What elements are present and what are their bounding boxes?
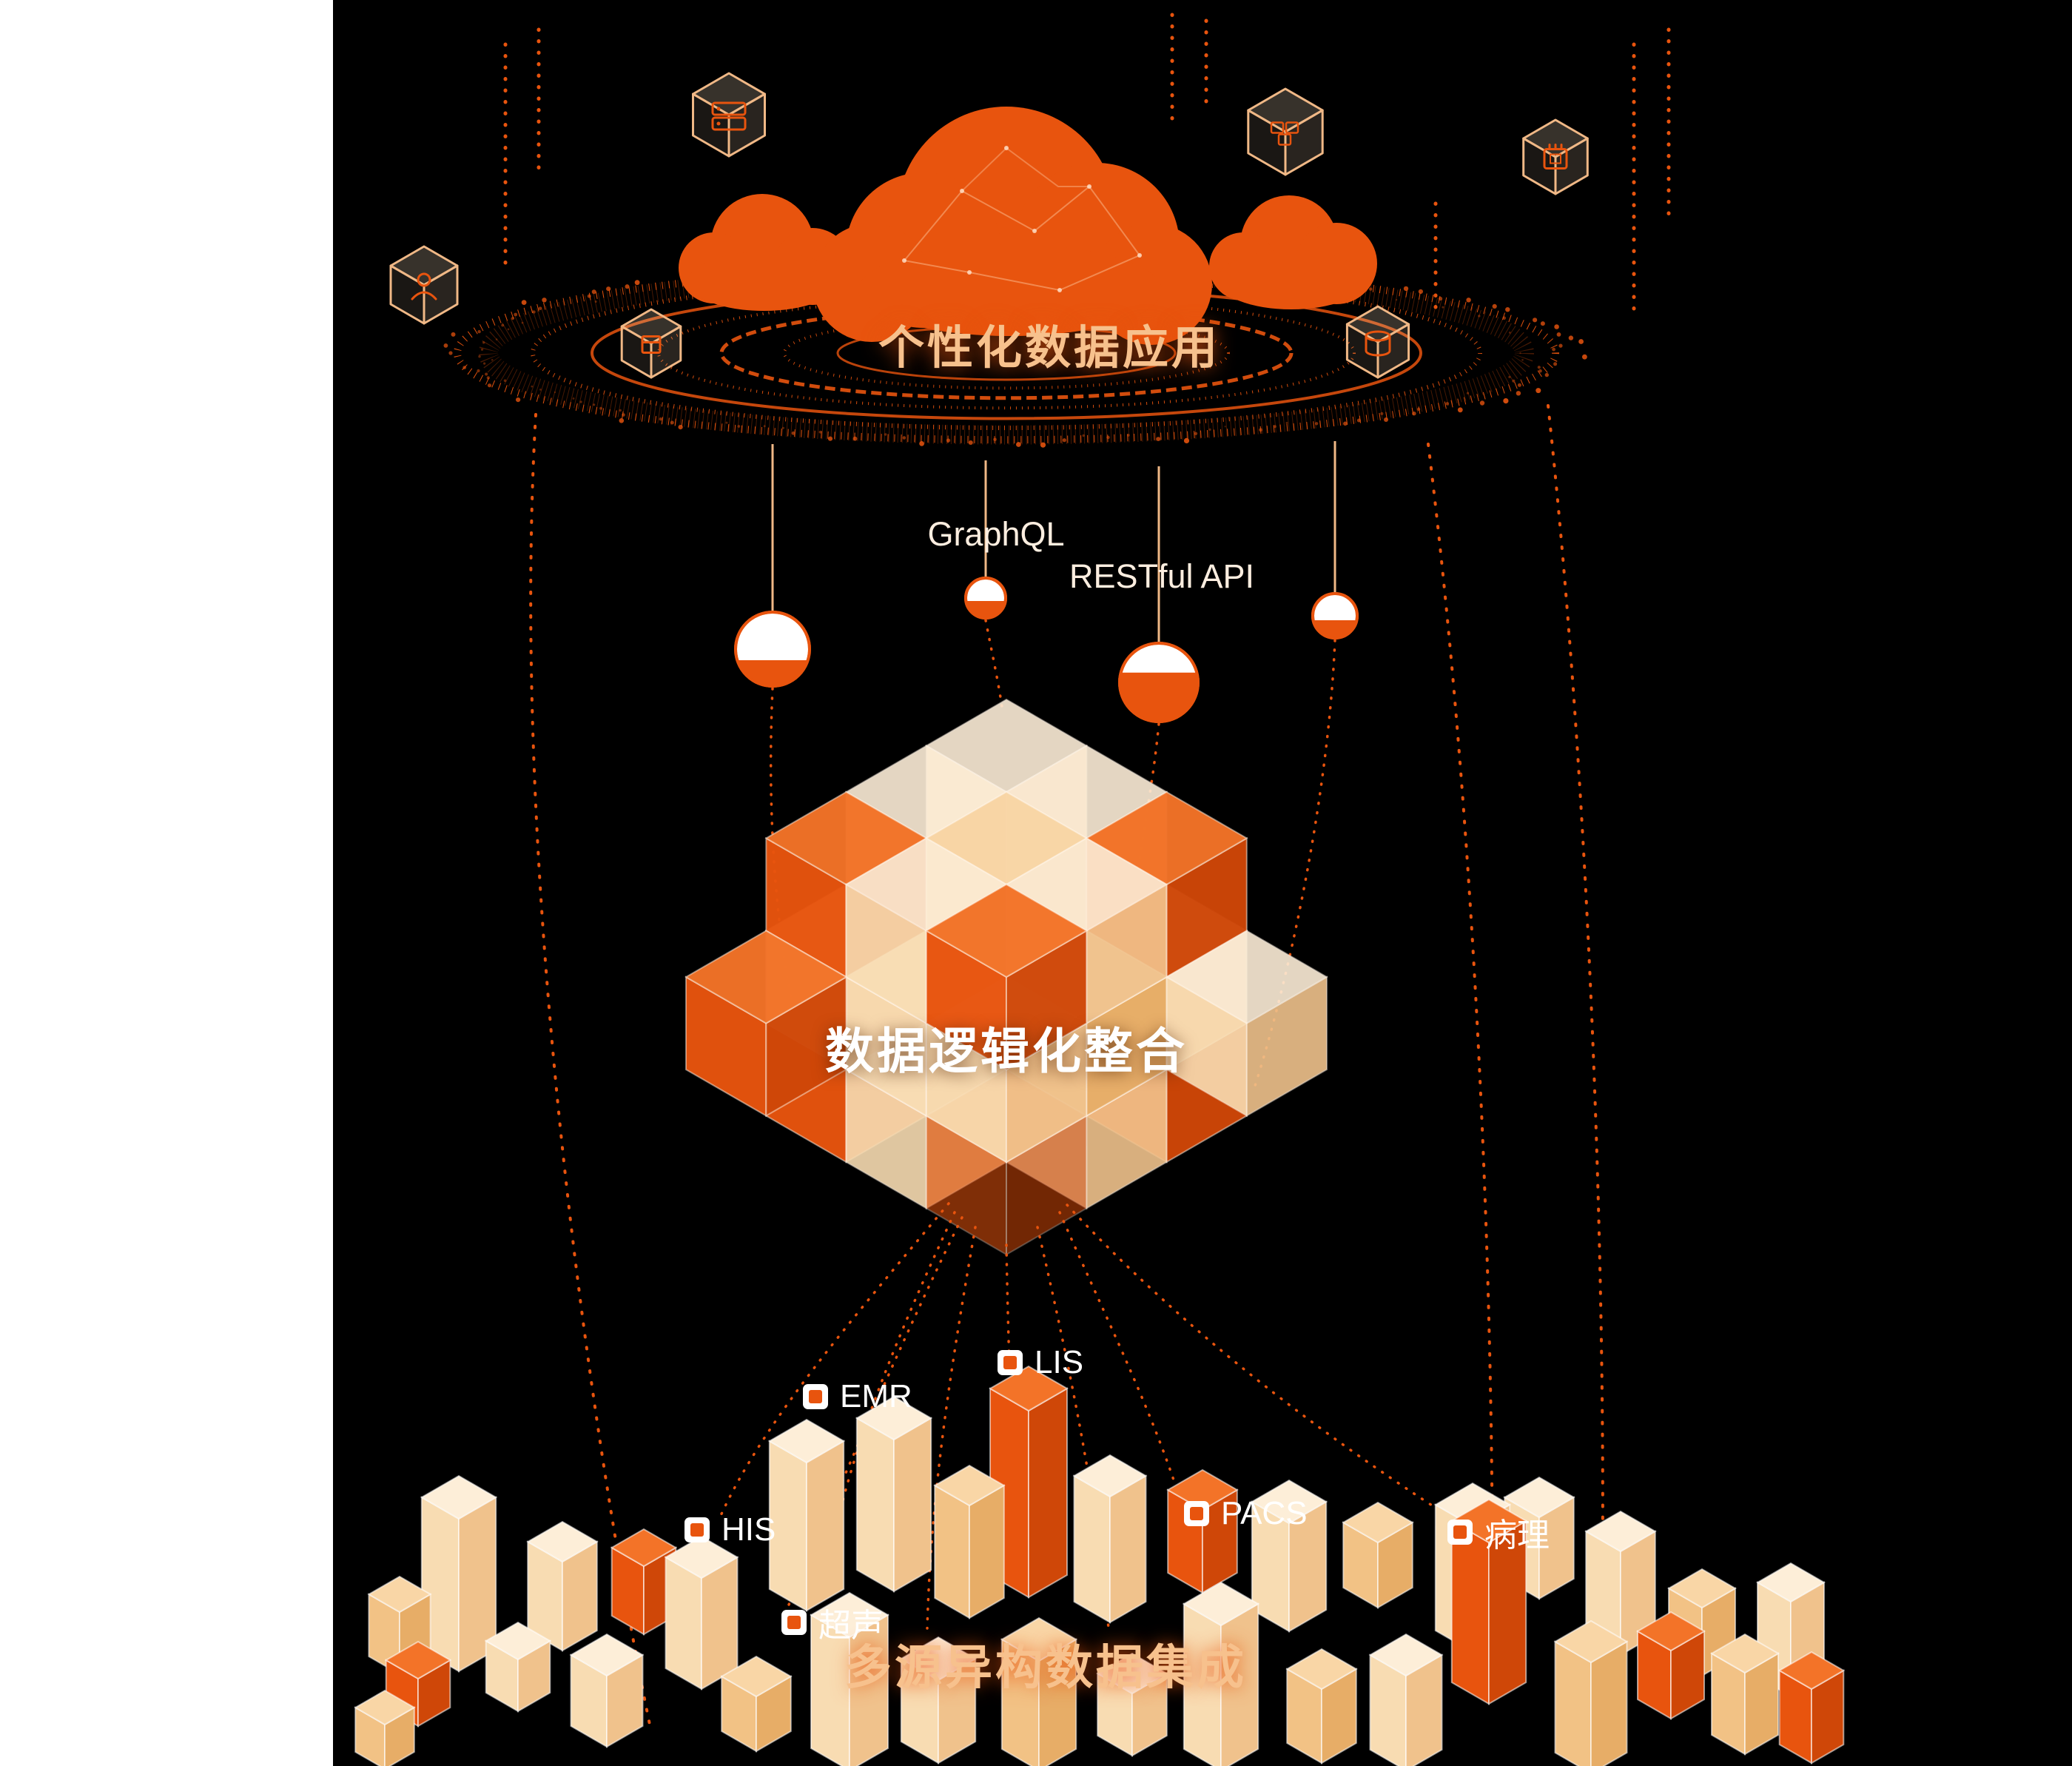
bullet-square	[690, 1523, 704, 1537]
source-bullet-icon	[998, 1350, 1023, 1375]
stack-icon	[1247, 87, 1324, 176]
graphql-label: GraphQL	[927, 515, 1065, 553]
source-label-text: 病理	[1484, 1517, 1550, 1554]
source-label-his: HIS	[684, 1511, 776, 1548]
source-bullet-icon	[1184, 1501, 1209, 1526]
connector-node	[734, 611, 811, 688]
data-cube	[684, 698, 1328, 1256]
source-label-pathology: 病理	[1447, 1508, 1550, 1556]
source-bullet-icon	[684, 1517, 710, 1542]
source-label-text: LIS	[1035, 1344, 1084, 1380]
chip-icon	[1522, 118, 1589, 195]
cloud-cluster	[679, 107, 1377, 345]
middle-layer-title: 数据逻辑化整合	[825, 1024, 1188, 1078]
floating-icon-cubes	[389, 72, 1589, 379]
source-label-text: PACS	[1221, 1495, 1308, 1531]
connector-lines	[529, 404, 1604, 1726]
bullet-square	[787, 1616, 801, 1629]
bullet-square	[809, 1390, 822, 1403]
user-icon	[389, 245, 459, 325]
box-icon	[620, 308, 682, 379]
source-city	[354, 1365, 1846, 1766]
database-icon	[1345, 305, 1410, 379]
source-label-text: HIS	[722, 1511, 776, 1548]
bullet-square	[1453, 1525, 1467, 1539]
top-layer-title: 个性化数据应用	[878, 323, 1221, 374]
connector-node	[964, 577, 1007, 620]
source-bullet-icon	[803, 1384, 828, 1409]
source-label-ultrasound: 超声	[781, 1599, 884, 1646]
source-label-emr: EMR	[803, 1378, 912, 1415]
bullet-square	[1003, 1356, 1017, 1369]
bullet-square	[1190, 1507, 1203, 1520]
connector-node	[1118, 642, 1200, 723]
source-label-pacs: PACS	[1184, 1495, 1308, 1532]
source-label-text: EMR	[840, 1378, 912, 1414]
source-bullet-icon	[1447, 1520, 1473, 1545]
source-bullet-icon	[781, 1610, 807, 1635]
decor-dotted-lines	[503, 13, 1671, 320]
connector-node	[1311, 592, 1359, 639]
restful-api-label: RESTful API	[1069, 557, 1255, 595]
bottom-layer-title: 多源异构数据集成	[844, 1641, 1247, 1694]
source-label-lis: LIS	[998, 1344, 1083, 1381]
server-icon	[692, 72, 766, 158]
source-label-text: 超声	[818, 1608, 884, 1644]
